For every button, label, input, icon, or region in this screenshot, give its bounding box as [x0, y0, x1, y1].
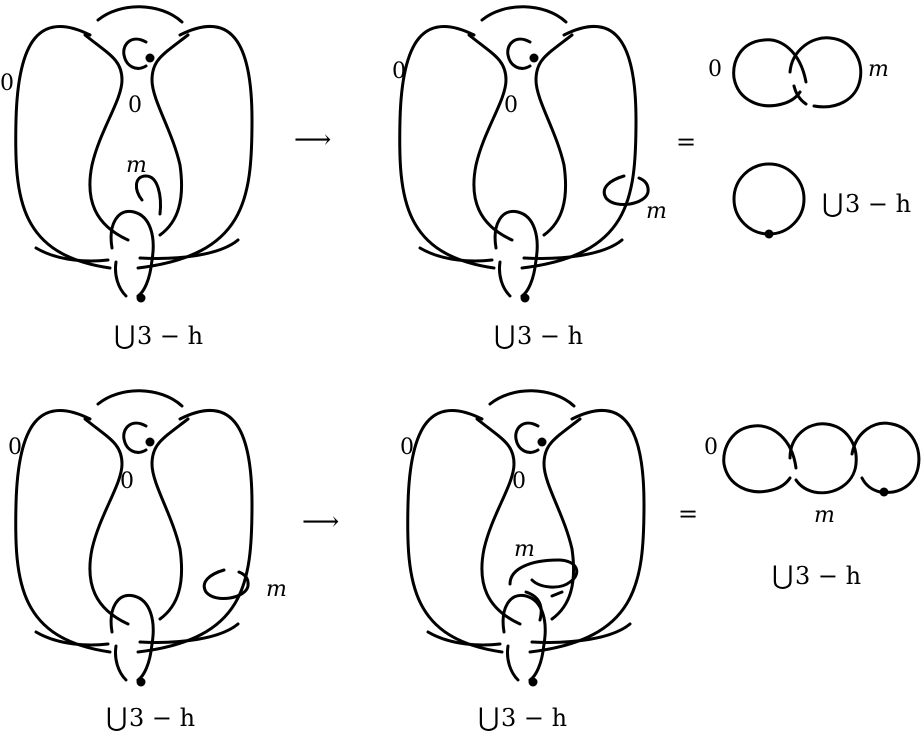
framing-outer-label: 0: [400, 435, 414, 460]
result-framing-middle: m: [814, 503, 835, 528]
framing-inner-label: 0: [128, 93, 142, 118]
union-symbol: ⋃: [106, 703, 127, 733]
union-suffix-label: 3 − h: [137, 322, 203, 350]
result-framing-left: 0: [704, 435, 718, 460]
chain-crossing-strand: [860, 476, 882, 494]
hopf-left-circle: [732, 38, 808, 108]
union-suffix-label: 3 − h: [517, 322, 583, 350]
row1-figure-a: 0 0 m ⋃ 3 − h: [0, 5, 254, 351]
dotted-unknot: [732, 162, 806, 236]
row2-arrow: ⟶: [302, 507, 339, 537]
chain-left-circle: [722, 424, 798, 494]
row2-equals: =: [678, 500, 698, 528]
result-union-suffix: 3 − h: [845, 190, 911, 218]
chain-right-circle: [850, 421, 921, 494]
framing-m-label: m: [514, 537, 535, 562]
framing-inner-label: 0: [504, 93, 518, 118]
row2-figure-b: 0 0 m ⋃ 3 − h: [400, 389, 646, 733]
m-meridian-right: [202, 568, 250, 601]
m-twist-strand: [524, 590, 543, 622]
m-meridian-right: [602, 174, 650, 207]
framing-m-label: m: [646, 199, 667, 224]
row1-result: 0 m ⋃ 3 − h: [708, 36, 911, 239]
hopf-right-circle: [788, 36, 863, 109]
framing-outer-label: 0: [392, 59, 406, 84]
row1-equals: =: [676, 128, 696, 156]
row1-figure-b: 0 0 m ⋃ 3 − h: [392, 5, 667, 351]
result-union-suffix: 3 − h: [795, 562, 861, 590]
result-framing-right: m: [868, 57, 889, 82]
row2-figure-a: 0 0 m ⋃ 3 − h: [8, 389, 287, 733]
framing-m-label: m: [126, 153, 147, 178]
union-symbol: ⋃: [494, 321, 515, 351]
union-suffix-label: 3 − h: [129, 704, 195, 732]
union-symbol: ⋃: [114, 321, 135, 351]
framing-outer-label: 0: [8, 435, 22, 460]
m-twist-knot: [508, 558, 579, 589]
union-symbol: ⋃: [478, 703, 499, 733]
result-framing-left: 0: [708, 57, 722, 82]
framing-inner-label: 0: [512, 469, 526, 494]
union-symbol: ⋃: [822, 189, 843, 219]
row2-result: 0 m ⋃ 3 − h: [704, 421, 921, 591]
m-twist-dash: [550, 590, 564, 598]
framing-m-label: m: [266, 577, 287, 602]
chain-middle-circle: [788, 422, 858, 495]
union-symbol: ⋃: [772, 561, 793, 591]
framing-inner-label: 0: [120, 469, 134, 494]
union-suffix-label: 3 − h: [501, 704, 567, 732]
hopf-crossing-strand: [792, 84, 808, 106]
m-meridian-knot: [135, 174, 162, 216]
framing-outer-label: 0: [0, 71, 14, 96]
row1-arrow: ⟶: [294, 125, 331, 155]
